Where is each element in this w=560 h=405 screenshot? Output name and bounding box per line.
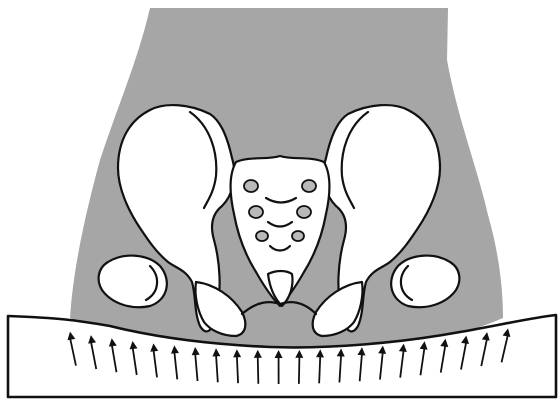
- sacral-foramen: [297, 206, 311, 218]
- sacral-foramen: [292, 231, 304, 241]
- sacral-foramen: [249, 206, 263, 218]
- sacral-foramen: [302, 180, 316, 192]
- sacral-foramen: [244, 180, 258, 192]
- sacral-foramen: [256, 231, 268, 241]
